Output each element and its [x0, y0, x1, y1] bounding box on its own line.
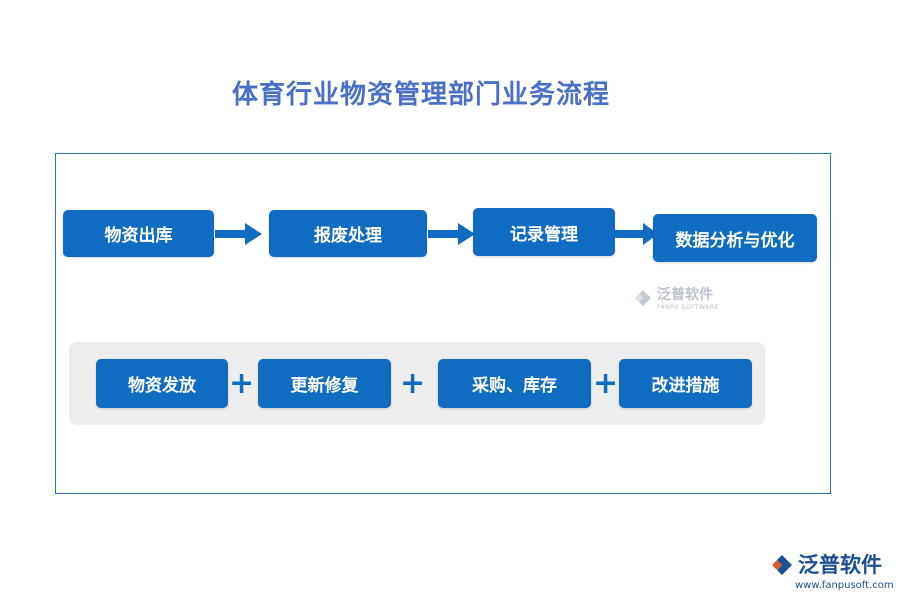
flow-step-3: 记录管理: [473, 208, 615, 256]
watermark: 泛普软件 FANPU SOFTWARE: [633, 284, 719, 311]
component-1: 物资发放: [96, 359, 228, 408]
page-title: 体育行业物资管理部门业务流程: [232, 80, 611, 110]
component-4: 改进措施: [619, 359, 752, 408]
plus-sign-1: +: [229, 366, 255, 401]
logo-name: 泛普软件: [798, 553, 882, 577]
watermark-sub: FANPU SOFTWARE: [657, 304, 719, 311]
component-2: 更新修复: [258, 359, 391, 408]
logo-url[interactable]: www.fanpusoft.com: [795, 580, 894, 591]
flow-arrow-2: [428, 223, 475, 245]
brand-logo: 泛普软件: [770, 553, 882, 577]
flow-step-1: 物资出库: [63, 210, 214, 257]
flow-arrow-1: [215, 223, 262, 245]
component-3: 采购、库存: [438, 359, 591, 408]
flow-arrow-3: [615, 223, 658, 245]
fanpu-logo-icon: [772, 555, 792, 575]
plus-sign-2: +: [400, 366, 426, 401]
plus-sign-3: +: [593, 366, 619, 401]
diagram-frame: [55, 153, 831, 494]
watermark-name: 泛普软件: [657, 287, 713, 303]
flow-step-2: 报废处理: [269, 210, 427, 257]
fanpu-logo-icon: [635, 289, 651, 306]
flow-step-4: 数据分析与优化: [653, 214, 817, 262]
